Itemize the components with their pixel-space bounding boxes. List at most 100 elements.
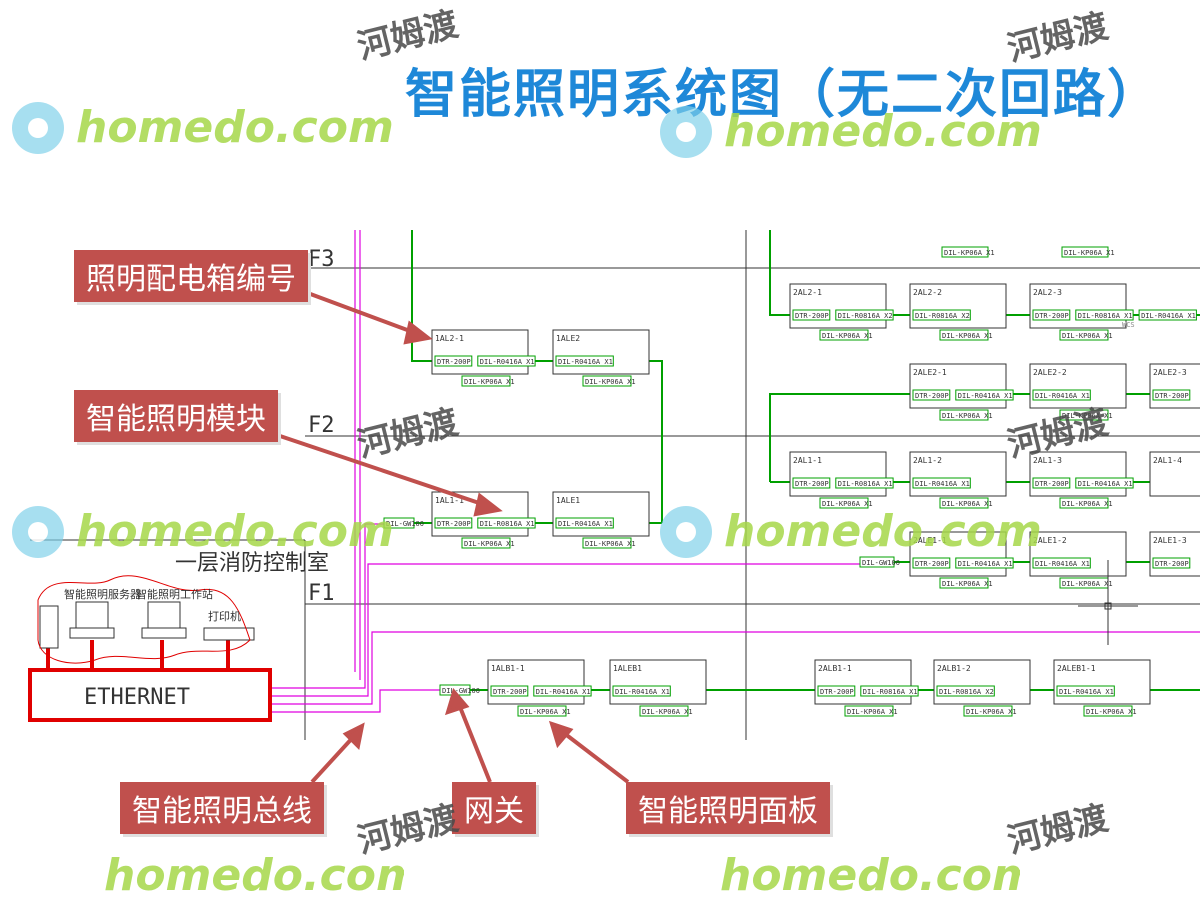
lighting-module-label: DIL-R0416A X1 (1078, 480, 1133, 488)
callout-module: 智能照明模块 (74, 390, 278, 442)
ethernet-label: ETHERNET (84, 685, 190, 710)
lighting-module-label: DIL-R0416A X1 (1035, 392, 1090, 400)
lighting-module (533, 685, 592, 697)
printer-label: 打印机 (208, 609, 241, 623)
top-panel-1 (941, 246, 989, 258)
lighting-module (1032, 477, 1071, 489)
gateway-1 (383, 517, 415, 529)
distribution-box-id: 2AL1-1 (793, 456, 822, 465)
lighting-panel-label: DIL-KP06A X1 (1062, 500, 1113, 508)
lighting-module (477, 517, 536, 529)
lighting-panel-label: DIL-KP06A X1 (1062, 412, 1113, 420)
lighting-panel (639, 705, 689, 717)
lighting-panel (819, 329, 869, 341)
page-title: 智能照明系统图（无二次回路） (405, 65, 1162, 125)
distribution-box-id: 2AL2-1 (793, 288, 822, 297)
lighting-module (912, 557, 951, 569)
distribution-box: 2AL1-4 (1149, 451, 1200, 497)
lighting-module-label: DTR-200P (1035, 480, 1069, 488)
floor-label-f2: F2 (308, 413, 335, 438)
lighting-module-label: DIL-R0816A X2 (939, 688, 994, 696)
lighting-module-label: DTR-200P (795, 312, 829, 320)
lighting-panel-label: DIL-KP06A X1 (464, 540, 515, 548)
lighting-module-label: DIL-R0416A X1 (1059, 688, 1114, 696)
top-panel-2 (1061, 246, 1109, 258)
lighting-module (936, 685, 995, 697)
lighting-module-label: DIL-R0416A X1 (558, 358, 613, 366)
ethernet-bus (28, 668, 272, 722)
cad-crosshair (1078, 560, 1138, 645)
distribution-box-id: 2ALEB1-1 (1057, 664, 1096, 673)
distribution-box-id: 2ALE1-1 (913, 536, 947, 545)
server-label: 智能照明服务器 (64, 587, 141, 601)
lighting-module-label: DTR-200P (915, 560, 949, 568)
distribution-box-id: 1AL2-1 (435, 334, 464, 343)
lighting-panel (582, 537, 632, 549)
distribution-box-frame (1149, 363, 1200, 409)
lighting-panel-label: DIL-KP06A X1 (642, 708, 693, 716)
lighting-panel (939, 329, 989, 341)
distribution-box-id: 2AL1-3 (1033, 456, 1062, 465)
distribution-box-id: 2ALE1-2 (1033, 536, 1067, 545)
gateway-2-label: DIL-GW100 (862, 559, 900, 567)
lighting-module (1032, 557, 1091, 569)
distribution-box-frame (552, 491, 650, 537)
lighting-panel (1059, 497, 1109, 509)
lighting-module (555, 355, 614, 367)
lighting-panel-label: DIL-KP06A X1 (942, 332, 993, 340)
lighting-module-label: DTR-200P (437, 358, 471, 366)
server-icon (39, 605, 59, 649)
lighting-module (912, 389, 951, 401)
workstation-label: 智能照明工作站 (136, 587, 213, 601)
lighting-module (912, 477, 971, 489)
distribution-box-frame (933, 659, 1031, 705)
distribution-box-frame (487, 659, 585, 705)
lighting-module-label: DIL-R0816A X2 (838, 312, 893, 320)
distribution-box-id: 1ALE2 (556, 334, 580, 343)
lighting-module (860, 685, 919, 697)
lighting-module (1056, 685, 1115, 697)
lighting-panel (1083, 705, 1133, 717)
distribution-box-frame (909, 531, 1007, 577)
lighting-module (835, 477, 894, 489)
lighting-module (1138, 309, 1197, 321)
lighting-panel-label: DIL-KP06A X1 (847, 708, 898, 716)
lighting-module-label: DTR-200P (820, 688, 854, 696)
distribution-box-id: 2ALE2-3 (1153, 368, 1187, 377)
lighting-module-label: DTR-200P (795, 480, 829, 488)
lighting-module (835, 309, 894, 321)
lighting-module (555, 517, 614, 529)
lighting-module (955, 389, 1014, 401)
lighting-panel-label: DIL-KP06A X1 (1062, 580, 1113, 588)
lighting-module-label: DTR-200P (1155, 560, 1189, 568)
lighting-module-label: DIL-R0416A X1 (1141, 312, 1196, 320)
gateway-3-label: DIL-GW100 (442, 687, 480, 695)
lighting-module-label: DIL-R0816A X1 (1078, 312, 1133, 320)
lighting-module-label: DIL-R0416A X1 (1035, 560, 1090, 568)
distribution-box-frame (909, 451, 1007, 497)
lighting-module (1032, 389, 1091, 401)
distribution-box-frame (1149, 531, 1200, 577)
distribution-box-frame (789, 451, 887, 497)
callout-panel: 智能照明面板 (626, 782, 830, 834)
distribution-box-frame (909, 363, 1007, 409)
lighting-module-label: DTR-200P (437, 520, 471, 528)
lighting-module-label: DIL-R0416A X1 (958, 392, 1013, 400)
revision-cloud (37, 575, 251, 664)
lighting-module (490, 685, 529, 697)
distribution-box-frame (1053, 659, 1151, 705)
lighting-panel (461, 537, 511, 549)
lighting-module (792, 477, 831, 489)
distribution-box-id: 2ALE1-3 (1153, 536, 1187, 545)
lighting-panel-label: DIL-KP06A X1 (464, 378, 515, 386)
